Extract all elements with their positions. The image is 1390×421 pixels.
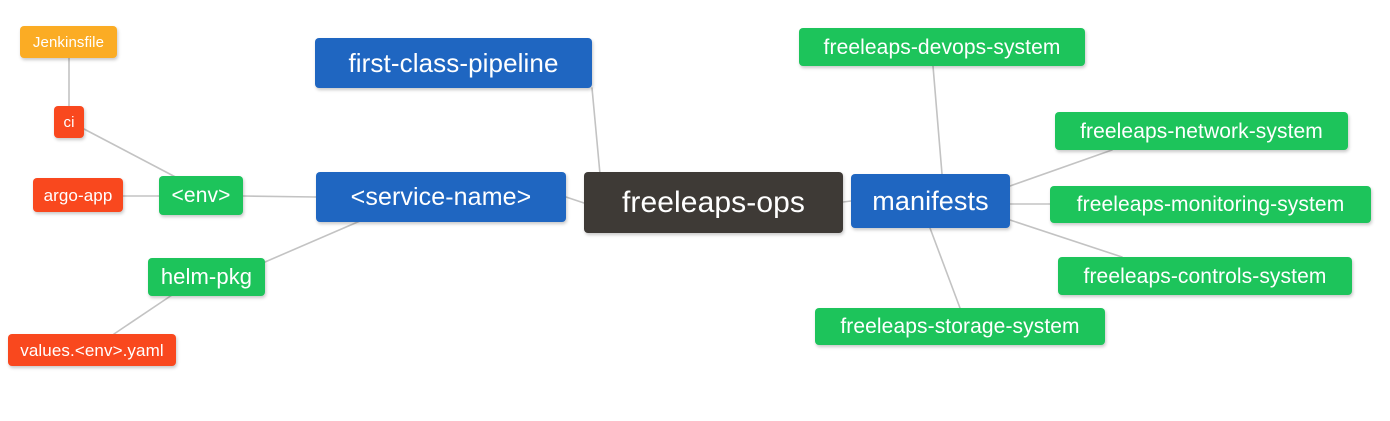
edge-root-to-manifests xyxy=(842,200,852,203)
edge-manifests-to-network xyxy=(1009,149,1113,187)
edge-manifests-to-devops xyxy=(932,65,943,175)
edge-service-to-env xyxy=(242,195,317,198)
mindmap-node-service[interactable]: <service-name> xyxy=(316,172,566,222)
edge-helm-to-values xyxy=(113,294,173,335)
mindmap-node-manifests[interactable]: manifests xyxy=(851,174,1010,228)
mindmap-node-pipeline[interactable]: first-class-pipeline xyxy=(315,38,592,88)
mindmap-node-devops[interactable]: freeleaps-devops-system xyxy=(799,28,1085,66)
edge-service-to-helm xyxy=(264,220,361,263)
edge-root-to-storage xyxy=(929,227,961,309)
mindmap-node-storage[interactable]: freeleaps-storage-system xyxy=(815,308,1105,345)
edge-root-to-service xyxy=(565,196,585,204)
edge-manifests-to-controls xyxy=(1009,219,1123,258)
mindmap-node-root[interactable]: freeleaps-ops xyxy=(584,172,843,233)
mindmap-node-ci[interactable]: ci xyxy=(54,106,84,138)
mindmap-node-argo[interactable]: argo-app xyxy=(33,178,123,212)
mindmap-node-monitoring[interactable]: freeleaps-monitoring-system xyxy=(1050,186,1371,223)
mindmap-node-env[interactable]: <env> xyxy=(159,176,243,215)
mindmap-node-helm[interactable]: helm-pkg xyxy=(148,258,265,296)
mindmap-node-values[interactable]: values.<env>.yaml xyxy=(8,334,176,366)
edge-root-to-pipeline xyxy=(591,87,601,175)
mindmap-node-controls[interactable]: freeleaps-controls-system xyxy=(1058,257,1352,295)
mindmap-node-jenkins[interactable]: Jenkinsfile xyxy=(20,26,117,58)
edge-env-to-ci xyxy=(83,128,186,183)
mindmap-node-network[interactable]: freeleaps-network-system xyxy=(1055,112,1348,150)
